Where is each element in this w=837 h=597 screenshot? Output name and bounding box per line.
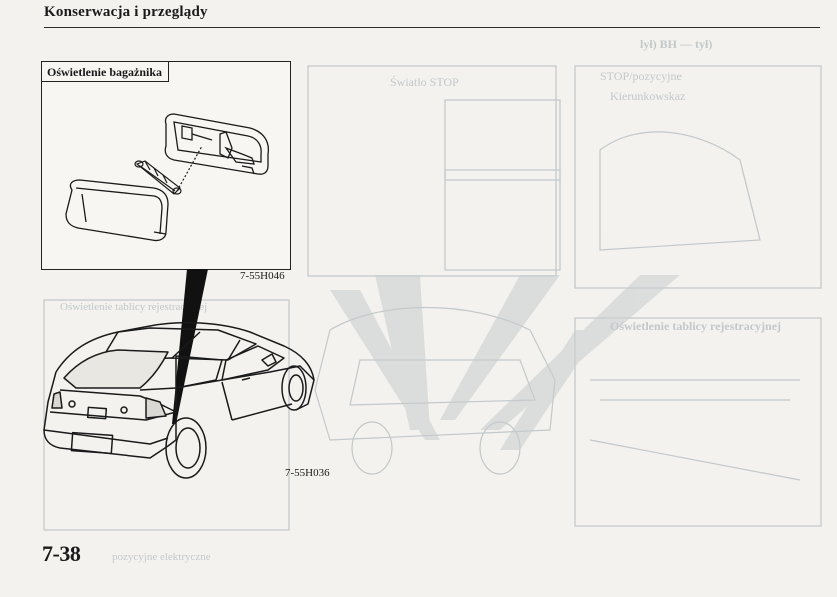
main-figure-code: 7-55H036 bbox=[285, 467, 330, 479]
inset-figure-code: 7-55H046 bbox=[240, 270, 285, 282]
page-header-title: Konserwacja i przeglądy bbox=[44, 4, 208, 20]
svg-text:Kierunkowskaz: Kierunkowskaz bbox=[610, 89, 685, 103]
svg-text:STOP/pozycyjne: STOP/pozycyjne bbox=[600, 69, 682, 83]
svg-text:Oświetlenie tablicy rejestracy: Oświetlenie tablicy rejestracyjnej bbox=[60, 301, 207, 313]
inset-title-frame bbox=[42, 62, 169, 82]
svg-text:pozycyjne elektryczne: pozycyjne elektryczne bbox=[112, 551, 211, 563]
lamp-housing-icon bbox=[164, 113, 270, 175]
svg-text:lył) BH — tył): lył) BH — tył) bbox=[640, 37, 712, 51]
inset-title: Oświetlenie bagażnika bbox=[47, 65, 163, 79]
svg-text:Światło STOP: Światło STOP bbox=[390, 75, 459, 89]
page-number: 7-38 bbox=[42, 541, 81, 566]
lamp-lens-icon bbox=[65, 179, 169, 242]
trunk-lamp-exploded-drawing bbox=[65, 113, 270, 242]
svg-text:Oświetlenie tablicy rejestracy: Oświetlenie tablicy rejestracyjnej bbox=[610, 319, 781, 333]
inset-detail-box: Oświetlenie bagażnika bbox=[41, 61, 291, 270]
lamp-bulb-icon bbox=[134, 145, 203, 195]
header-rule bbox=[44, 27, 820, 28]
